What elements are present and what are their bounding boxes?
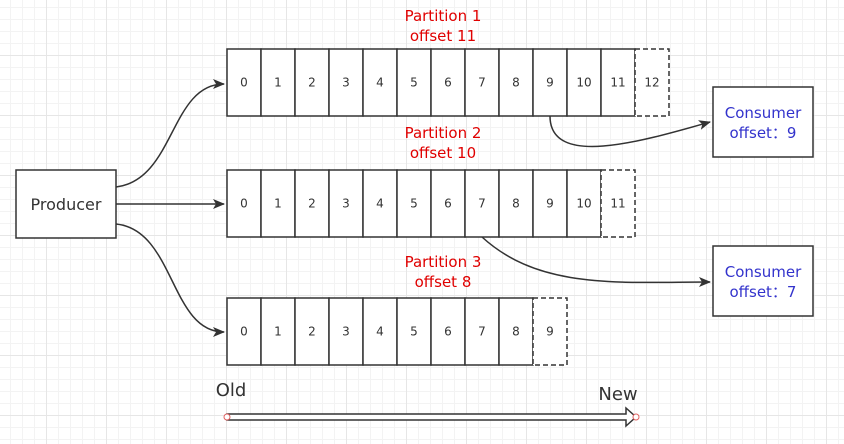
- message-offset-label: 1: [274, 76, 282, 90]
- message-offset-label: 5: [410, 76, 418, 90]
- message-offset-label: 1: [274, 325, 282, 339]
- message-cell: 6: [430, 297, 466, 366]
- message-cell: 10: [566, 169, 602, 238]
- producer: Producer: [15, 169, 117, 239]
- partition-1-to-consumer-1-arrow: [549, 115, 711, 148]
- message-cell: 2: [294, 297, 330, 366]
- timeline-end-dot: [632, 413, 640, 421]
- message-offset-label: 4: [376, 197, 384, 211]
- message-cell: 8: [498, 297, 534, 366]
- message-offset-label: 3: [342, 76, 350, 90]
- pending-message-cell: 12: [634, 48, 670, 117]
- pending-message-cell: 11: [600, 169, 636, 238]
- message-cell: 1: [260, 169, 296, 238]
- message-cell: 6: [430, 48, 466, 117]
- message-cell: 2: [294, 48, 330, 117]
- message-offset-label: 11: [610, 76, 625, 90]
- partition-3-log: 0 1 2 3 4 5 6 7 8 9: [226, 297, 568, 366]
- message-cell: 4: [362, 297, 398, 366]
- message-cell: 4: [362, 169, 398, 238]
- message-cell: 7: [464, 297, 500, 366]
- timeline-old-label: Old: [216, 380, 247, 401]
- message-offset-label: 2: [308, 325, 316, 339]
- partition-1-offset: offset 11: [410, 27, 476, 45]
- message-cell: 0: [226, 169, 262, 238]
- message-offset-label: 7: [478, 76, 486, 90]
- partition-2-offset: offset 10: [410, 144, 476, 162]
- message-offset-label: 3: [342, 325, 350, 339]
- message-cell: 4: [362, 48, 398, 117]
- message-cell: 7: [464, 169, 500, 238]
- message-offset-label: 2: [308, 76, 316, 90]
- message-cell: 9: [532, 48, 568, 117]
- message-offset-label: 8: [512, 76, 520, 90]
- message-offset-label: 2: [308, 197, 316, 211]
- message-cell: 3: [328, 297, 364, 366]
- message-offset-label: 3: [342, 197, 350, 211]
- message-offset-label: 6: [444, 197, 452, 211]
- timeline-arrow: [226, 406, 638, 428]
- partition-2-log: 0 1 2 3 4 5 6 7 8 9 10 11: [226, 169, 636, 238]
- message-offset-label: 0: [240, 325, 248, 339]
- producer-to-partition-3-arrow: [115, 223, 225, 337]
- producer-label: Producer: [31, 195, 102, 214]
- consumer-2-title: Consumer: [725, 263, 802, 281]
- message-cell: 1: [260, 48, 296, 117]
- message-offset-label: 1: [274, 197, 282, 211]
- message-offset-label: 7: [478, 325, 486, 339]
- message-offset-label: 10: [576, 197, 591, 211]
- message-cell: 10: [566, 48, 602, 117]
- message-offset-label: 8: [512, 197, 520, 211]
- message-cell: 0: [226, 297, 262, 366]
- message-offset-label: 4: [376, 325, 384, 339]
- message-offset-label: 5: [410, 325, 418, 339]
- message-cell: 7: [464, 48, 500, 117]
- partition-1-title: Partition 1: [405, 7, 482, 25]
- consumer-1-title: Consumer: [725, 104, 802, 122]
- message-offset-label: 10: [576, 76, 591, 90]
- message-offset-label: 9: [546, 76, 554, 90]
- message-cell: 8: [498, 48, 534, 117]
- consumer-2-offset: offset：7: [730, 283, 797, 301]
- message-offset-label: 5: [410, 197, 418, 211]
- message-offset-label: 8: [512, 325, 520, 339]
- message-cell: 5: [396, 169, 432, 238]
- message-cell: 5: [396, 48, 432, 117]
- message-cell: 6: [430, 169, 466, 238]
- partition-3-title: Partition 3: [405, 253, 482, 271]
- message-cell: 1: [260, 297, 296, 366]
- message-offset-label: 11: [610, 197, 625, 211]
- message-cell: 8: [498, 169, 534, 238]
- message-cell: 3: [328, 169, 364, 238]
- message-cell: 9: [532, 169, 568, 238]
- message-cell: 11: [600, 48, 636, 117]
- message-offset-label: 6: [444, 76, 452, 90]
- partition-2-to-consumer-2-arrow: [481, 236, 711, 288]
- message-offset-label: 9: [546, 325, 554, 339]
- message-offset-label: 9: [546, 197, 554, 211]
- partition-2-title: Partition 2: [405, 124, 482, 142]
- message-cell: 0: [226, 48, 262, 117]
- timeline-start-dot: [223, 413, 231, 421]
- producer-to-partition-1-arrow: [115, 79, 225, 188]
- consumer-1-offset: offset：9: [730, 124, 797, 142]
- message-cell: 2: [294, 169, 330, 238]
- message-cell: 3: [328, 48, 364, 117]
- timeline-new-label: New: [598, 384, 637, 405]
- message-offset-label: 12: [644, 76, 659, 90]
- message-offset-label: 6: [444, 325, 452, 339]
- consumer-1: Consumer offset：9: [712, 86, 814, 158]
- message-offset-label: 4: [376, 76, 384, 90]
- message-cell: 5: [396, 297, 432, 366]
- partition-3-offset: offset 8: [415, 273, 472, 291]
- message-offset-label: 7: [478, 197, 486, 211]
- consumer-2: Consumer offset：7: [712, 245, 814, 317]
- message-offset-label: 0: [240, 197, 248, 211]
- message-offset-label: 0: [240, 76, 248, 90]
- pending-message-cell: 9: [532, 297, 568, 366]
